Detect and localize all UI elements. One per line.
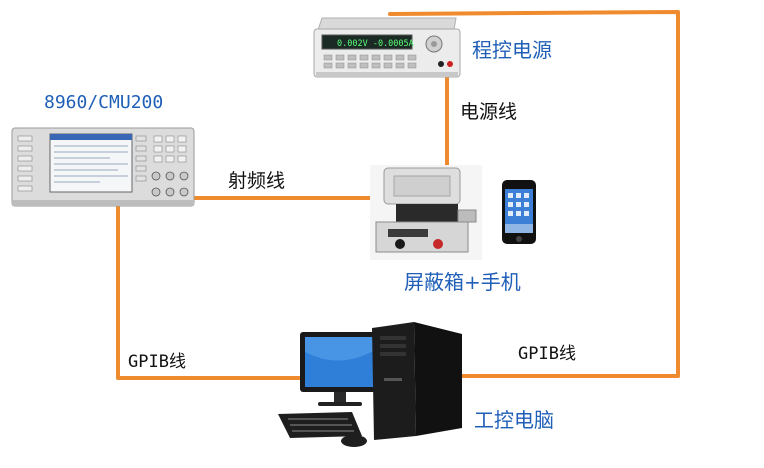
gpib-cable-right-label: GPIB线 [518, 344, 576, 364]
signal-tester-icon [11, 127, 195, 207]
cables [116, 10, 680, 380]
power-supply-label: 程控电源 [472, 38, 552, 62]
tester-label: 8960/CMU200 [44, 92, 164, 113]
mobile-phone-icon [502, 180, 536, 244]
gpib-cable-left [116, 204, 304, 380]
power-supply-readout: 0.002V -0.0005A [337, 39, 414, 49]
power-cable-label: 电源线 [460, 101, 518, 123]
gpib-cable-left-label: GPIB线 [128, 352, 186, 372]
gpib-cable-right [388, 10, 680, 378]
shield-box-label: 屏蔽箱+手机 [404, 270, 521, 294]
desktop-computer-icon [278, 322, 462, 447]
power-supply-icon: 0.002V -0.0005A [313, 17, 461, 78]
shield-box-icon [370, 165, 482, 260]
computer-label: 工控电脑 [474, 408, 554, 432]
rf-cable-label: 射频线 [228, 170, 286, 192]
